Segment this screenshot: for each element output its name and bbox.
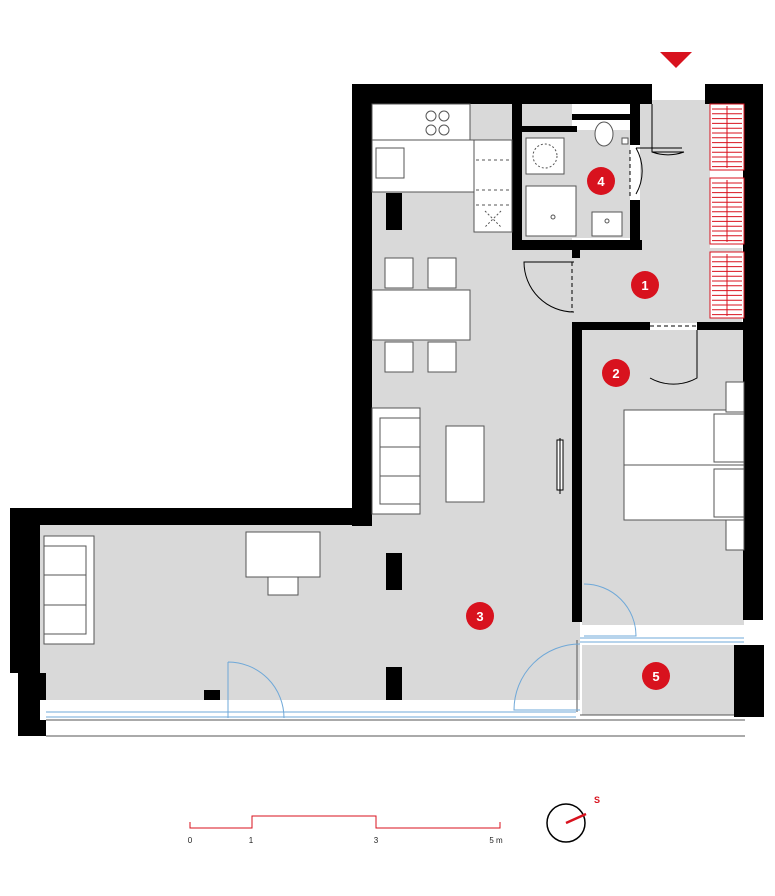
balcony-doors — [227, 583, 637, 719]
living-furniture — [43, 407, 485, 645]
room-badge-3[interactable]: 3 — [466, 602, 494, 630]
walls — [10, 84, 764, 736]
facade-windows — [40, 637, 745, 737]
room-badge-1[interactable]: 1 — [631, 271, 659, 299]
kitchen — [371, 103, 513, 233]
storage-racks — [709, 103, 745, 319]
room-label-4: 4 — [597, 174, 605, 189]
scale-tick-1: 1 — [249, 836, 254, 845]
scale-bar: 0 1 3 5 m — [188, 815, 503, 845]
dining-set — [371, 257, 471, 373]
rack-lines — [712, 106, 742, 316]
bed — [623, 381, 745, 551]
entrance-arrow-icon — [660, 52, 692, 68]
room-label-1: 1 — [641, 278, 648, 293]
bathroom-fixtures — [525, 121, 629, 237]
room-label-3: 3 — [476, 609, 483, 624]
doors — [523, 104, 698, 494]
room-badge-2[interactable]: 2 — [602, 359, 630, 387]
compass-icon: S — [546, 795, 600, 843]
scale-tick-0: 0 — [188, 836, 193, 845]
compass-label: S — [594, 795, 600, 805]
room-label-5: 5 — [652, 669, 659, 684]
room-badge-4[interactable]: 4 — [587, 167, 615, 195]
scale-tick-5: 5 m — [489, 836, 503, 845]
room-badge-5[interactable]: 5 — [642, 662, 670, 690]
room-label-2: 2 — [612, 366, 619, 381]
scale-tick-3: 3 — [374, 836, 379, 845]
